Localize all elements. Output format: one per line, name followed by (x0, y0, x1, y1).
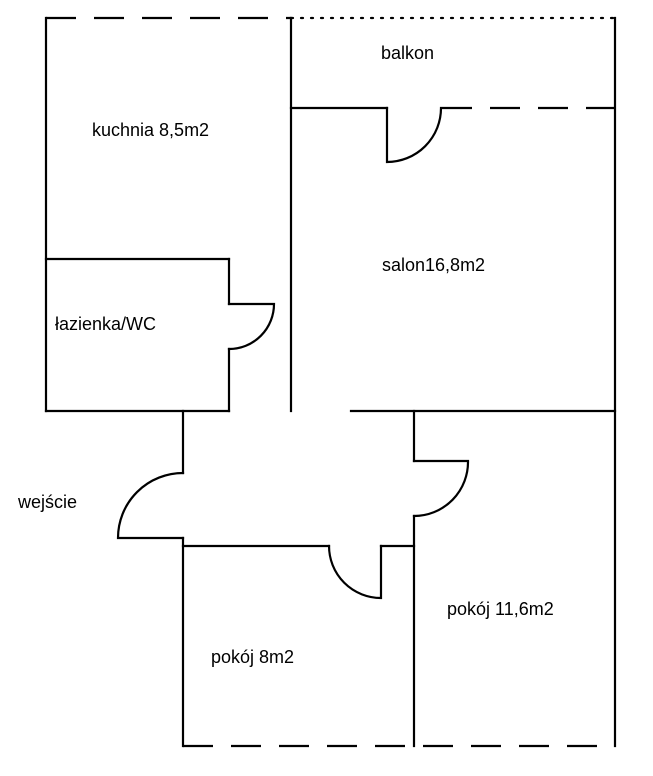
balcony-label: balkon (381, 43, 434, 63)
bathroom-label: łazienka/WC (55, 314, 156, 334)
interior-walls (44, 16, 617, 748)
entrance-door (116, 471, 185, 540)
outer-walls (44, 16, 617, 748)
salon-label: salon16,8m2 (382, 255, 485, 275)
small-room-label: pokój 8m2 (211, 647, 294, 667)
large-room-label: pokój 11,6m2 (447, 599, 554, 619)
small-room-door (327, 544, 383, 600)
kitchen-label: kuchnia 8,5m2 (92, 120, 209, 140)
balcony-door (385, 106, 443, 164)
room-labels: balkon kuchnia 8,5m2 salon16,8m2 łazienk… (17, 43, 554, 667)
large-room-door (412, 459, 470, 518)
doors (116, 106, 470, 600)
windows (46, 16, 615, 748)
entrance-label: wejście (17, 492, 77, 512)
bathroom-door (227, 302, 276, 351)
